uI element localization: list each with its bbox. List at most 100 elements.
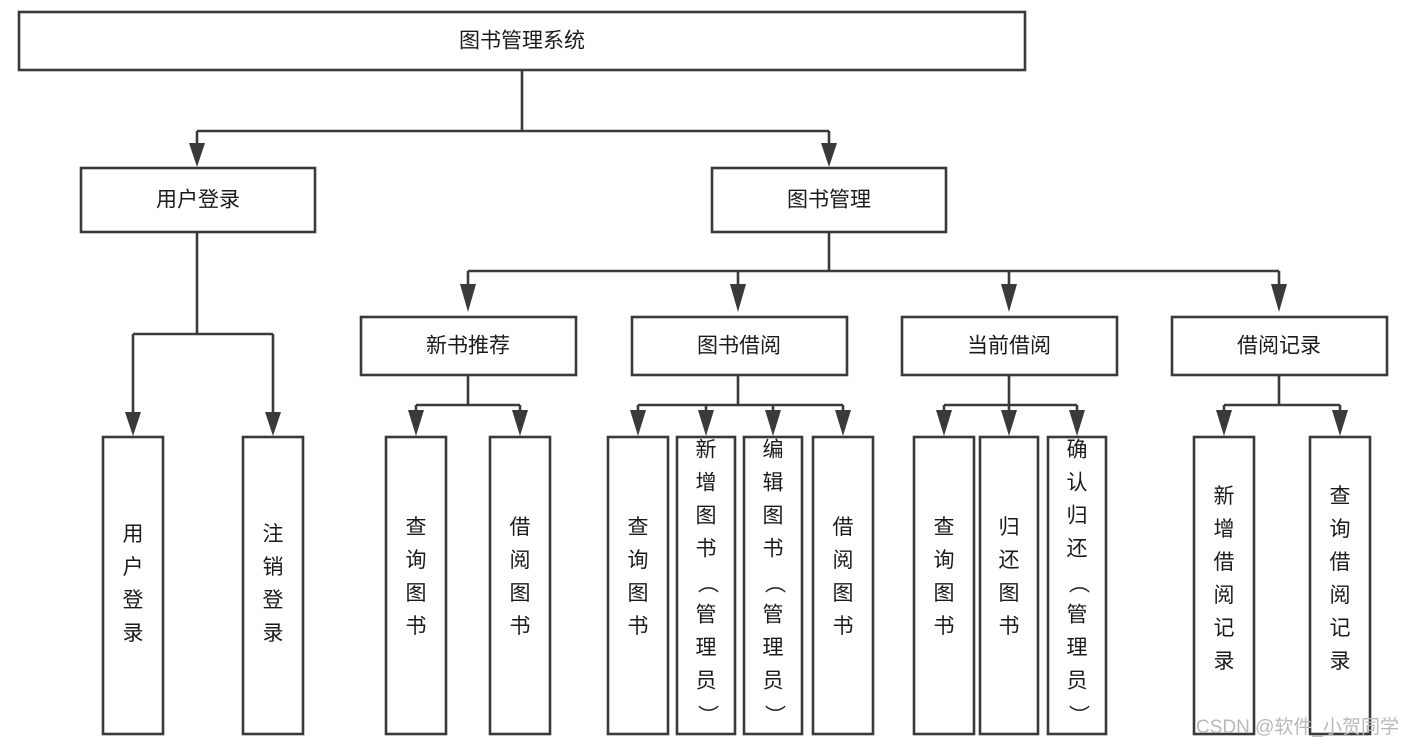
svg-text:书: 书 <box>763 538 784 561</box>
node-leaf-query-book-2-box[interactable] <box>606 435 670 736</box>
svg-text:员: 员 <box>1067 670 1088 693</box>
arrow-leaf-borrow-book-1 <box>512 410 528 436</box>
node-borrow-record-box[interactable] <box>1170 315 1389 377</box>
svg-text:阅: 阅 <box>833 549 854 572</box>
node-new-book-recommend-label: 新书推荐 <box>426 335 510 358</box>
svg-text:借: 借 <box>1214 551 1235 574</box>
node-leaf-borrow-book-1-box[interactable] <box>488 435 552 736</box>
svg-text:书: 书 <box>934 615 955 638</box>
node-new-book-recommend-box[interactable] <box>359 315 578 377</box>
node-book-borrow-label: 图书借阅 <box>697 335 781 358</box>
svg-text:图: 图 <box>510 582 531 605</box>
svg-text:注: 注 <box>263 523 284 546</box>
arrow-leaf-edit-book <box>765 410 781 436</box>
svg-text:图: 图 <box>763 505 784 528</box>
svg-text:图: 图 <box>628 582 649 605</box>
svg-text:）: ） <box>762 705 785 726</box>
node-leaf-add-record-box[interactable] <box>1192 435 1256 736</box>
node-book-management[interactable]: 图书管理 <box>710 166 948 234</box>
node-current-borrow-box[interactable] <box>900 315 1119 377</box>
node-new-book-recommend[interactable]: 新书推荐 <box>359 315 578 377</box>
arrow-leaf-borrow-book-2 <box>835 410 851 436</box>
node-leaf-user-login-box[interactable] <box>101 435 165 736</box>
svg-text:员: 员 <box>763 670 784 693</box>
svg-text:书: 书 <box>999 615 1020 638</box>
node-leaf-query-record-box[interactable] <box>1308 435 1372 736</box>
node-leaf-return-book-box[interactable] <box>978 435 1040 736</box>
svg-text:图: 图 <box>999 582 1020 605</box>
svg-text:新: 新 <box>1214 485 1235 508</box>
node-leaf-query-book-3-box[interactable] <box>912 435 976 736</box>
svg-text:员: 员 <box>696 670 717 693</box>
svg-text:（: （ <box>1066 573 1089 594</box>
arrow-leaf-user-login <box>125 412 141 436</box>
arrow-book-borrow <box>730 284 746 312</box>
svg-text:销: 销 <box>263 556 284 579</box>
node-leaf-user-logout-box[interactable] <box>241 435 305 736</box>
node-leaf-borrow-book-2-box[interactable] <box>811 435 875 736</box>
node-leaf-user-login[interactable]: 用户登录 <box>101 435 165 736</box>
svg-text:增: 增 <box>1214 518 1235 541</box>
svg-text:记: 记 <box>1214 617 1235 640</box>
arrow-leaf-add-book <box>698 410 714 436</box>
svg-text:录: 录 <box>1214 650 1235 673</box>
svg-text:询: 询 <box>406 549 427 572</box>
svg-text:理: 理 <box>763 637 784 660</box>
svg-text:管: 管 <box>763 604 784 627</box>
node-current-borrow[interactable]: 当前借阅 <box>900 315 1119 377</box>
node-user-login[interactable]: 用户登录 <box>79 166 317 234</box>
node-borrow-record[interactable]: 借阅记录 <box>1170 315 1389 377</box>
svg-text:还: 还 <box>1067 538 1088 561</box>
node-root-box[interactable] <box>17 10 1027 72</box>
node-leaf-edit-book-box[interactable] <box>742 435 804 736</box>
arrow-leaf-add-record <box>1216 410 1232 436</box>
node-leaf-confirm-return-box[interactable] <box>1046 435 1108 736</box>
svg-text:用: 用 <box>123 523 144 546</box>
arrow-user-login <box>189 143 205 167</box>
csdn-watermark: CSDN @软件_小贺同学 <box>1196 716 1399 738</box>
svg-text:归: 归 <box>999 516 1020 539</box>
node-book-borrow[interactable]: 图书借阅 <box>630 315 849 377</box>
node-leaf-add-book-box[interactable] <box>675 435 737 736</box>
svg-text:询: 询 <box>1330 518 1351 541</box>
svg-text:登: 登 <box>123 589 144 612</box>
svg-text:书: 书 <box>510 615 531 638</box>
node-borrow-record-label: 借阅记录 <box>1237 335 1321 358</box>
arrow-leaf-query-record <box>1332 410 1348 436</box>
svg-text:借: 借 <box>510 516 531 539</box>
node-book-management-box[interactable] <box>710 166 948 234</box>
svg-text:阅: 阅 <box>510 549 531 572</box>
svg-text:阅: 阅 <box>1214 584 1235 607</box>
arrow-borrow-record <box>1271 284 1287 312</box>
arrow-new-book-recommend <box>460 284 476 312</box>
node-root[interactable]: 图书管理系统 <box>17 10 1027 72</box>
svg-text:书: 书 <box>406 615 427 638</box>
arrow-current-borrow <box>1001 284 1017 312</box>
svg-text:查: 查 <box>406 516 427 539</box>
node-leaf-query-book-1-box[interactable] <box>384 435 448 736</box>
node-user-login-box[interactable] <box>79 166 317 234</box>
node-book-borrow-box[interactable] <box>630 315 849 377</box>
svg-text:管: 管 <box>696 604 717 627</box>
